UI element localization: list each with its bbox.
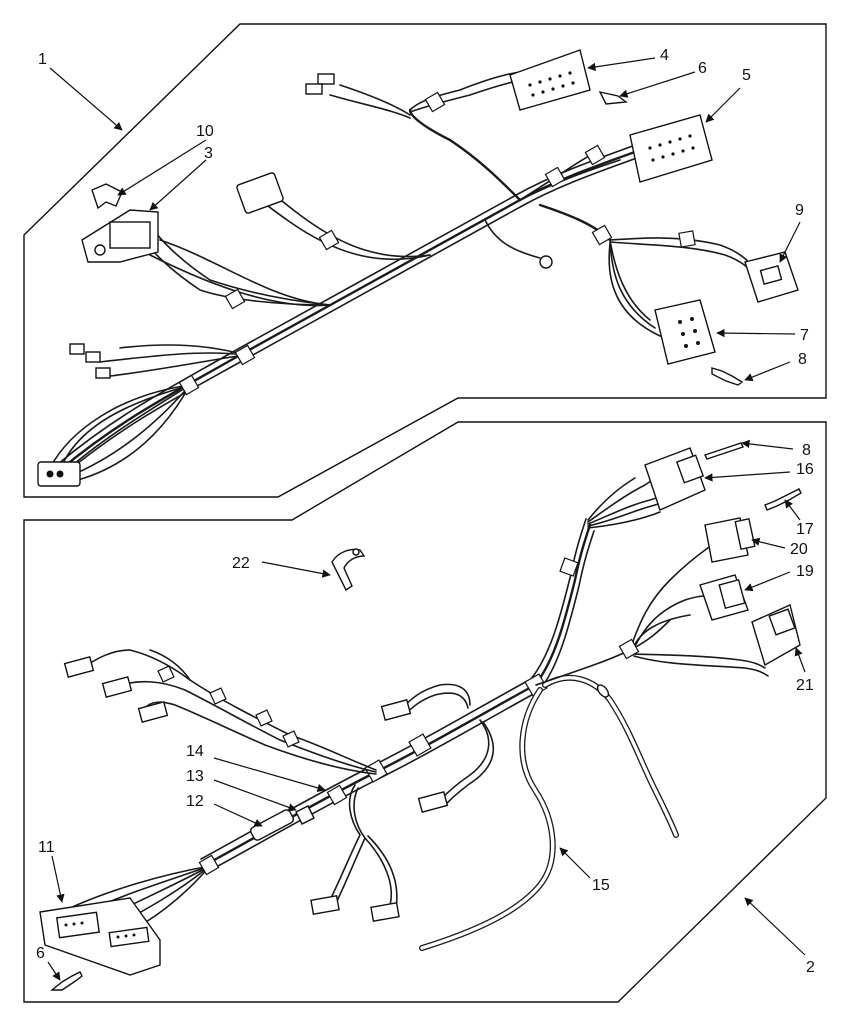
callout-13: 13 bbox=[186, 768, 204, 785]
lower-connector-19 bbox=[699, 574, 749, 621]
lower-right-branch bbox=[535, 544, 769, 686]
callout-3: 3 bbox=[204, 145, 213, 162]
lower-terminal-6 bbox=[50, 971, 83, 991]
callout-11: 11 bbox=[38, 839, 55, 856]
lower-panel-frame bbox=[23, 421, 827, 1003]
lower-left-branch bbox=[63, 649, 377, 775]
upper-harness-panel bbox=[23, 23, 827, 498]
callouts: 1 10 3 4 6 5 9 7 8 8 16 17 20 19 21 22 1 bbox=[36, 47, 815, 981]
lower-harness-panel bbox=[23, 421, 827, 1003]
upper-spade-terminals bbox=[69, 343, 256, 379]
callout-21: 21 bbox=[796, 677, 814, 694]
lower-connector-20 bbox=[704, 517, 756, 563]
callout-14: 14 bbox=[186, 743, 204, 760]
upper-main-trunk bbox=[57, 143, 643, 477]
lower-connector-11 bbox=[39, 897, 161, 976]
upper-upper-branch bbox=[305, 71, 621, 202]
callout-2: 2 bbox=[806, 959, 815, 976]
callout-8b: 8 bbox=[802, 442, 811, 459]
lower-sleeve-12-13 bbox=[249, 805, 315, 841]
upper-connector-5 bbox=[629, 114, 713, 183]
callout-8a: 8 bbox=[798, 351, 807, 368]
upper-connector-7 bbox=[654, 299, 716, 365]
callout-12: 12 bbox=[186, 793, 204, 810]
callout-9: 9 bbox=[795, 202, 804, 219]
upper-small-connector bbox=[236, 172, 431, 261]
lower-connector-16 bbox=[644, 447, 706, 511]
lower-terminal-17 bbox=[764, 488, 802, 511]
callout-16: 16 bbox=[796, 461, 814, 478]
upper-ground-lead bbox=[484, 219, 553, 269]
upper-connector-9 bbox=[744, 251, 799, 303]
callout-6a: 6 bbox=[698, 60, 707, 77]
lower-mid-upper-branch bbox=[380, 683, 471, 721]
upper-right-branch bbox=[538, 203, 759, 337]
upper-terminal-6 bbox=[598, 90, 628, 105]
lower-terminal-8 bbox=[704, 442, 744, 460]
upper-lower-left-fan bbox=[49, 374, 200, 481]
lower-mid-lower-branch bbox=[417, 719, 495, 813]
upper-end-connector bbox=[37, 461, 81, 487]
lower-bracket-22 bbox=[331, 548, 366, 592]
lower-hose-15 bbox=[419, 674, 679, 951]
lower-bottom-branch bbox=[310, 784, 400, 922]
callout-1: 1 bbox=[38, 51, 47, 68]
upper-connector-4 bbox=[509, 49, 591, 111]
callout-7: 7 bbox=[800, 327, 809, 344]
upper-terminal-8 bbox=[711, 367, 744, 386]
upper-bracket-connector-3 bbox=[81, 209, 331, 310]
callout-15: 15 bbox=[592, 877, 610, 894]
callout-17: 17 bbox=[796, 521, 814, 538]
callout-20: 20 bbox=[790, 541, 808, 558]
upper-panel-frame bbox=[23, 23, 827, 498]
upper-clip-10 bbox=[91, 183, 123, 210]
callout-10: 10 bbox=[196, 123, 214, 140]
callout-19: 19 bbox=[796, 563, 814, 580]
callout-6b: 6 bbox=[36, 945, 45, 962]
callout-5: 5 bbox=[742, 67, 751, 84]
callout-4: 4 bbox=[660, 47, 669, 64]
lower-connector-21 bbox=[751, 604, 801, 667]
callout-22: 22 bbox=[232, 555, 250, 572]
